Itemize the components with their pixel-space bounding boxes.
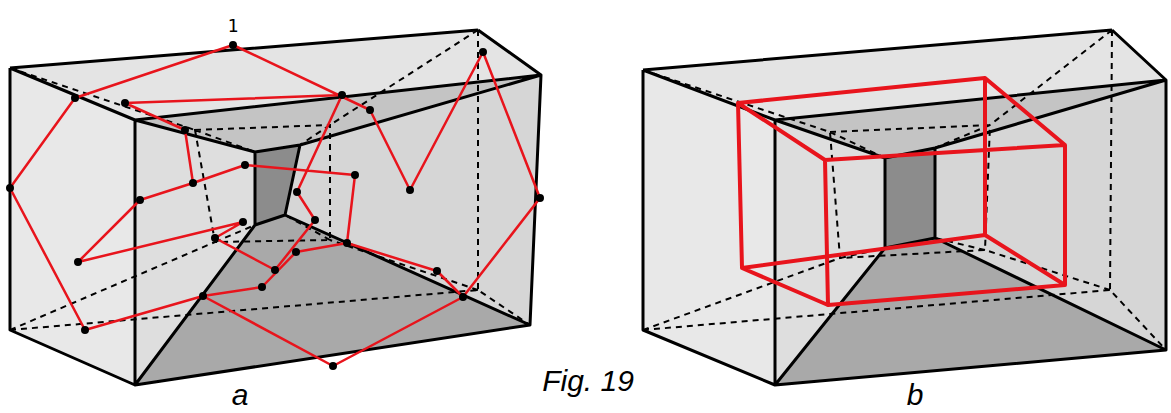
figure-a (6, 30, 544, 385)
section-cube (738, 78, 1065, 305)
outer-box-fill (643, 30, 1166, 385)
panel-letter: b (907, 378, 924, 411)
inner-cube-face (255, 145, 300, 225)
solid-edges (643, 30, 1166, 385)
callout-number: 1 (228, 16, 239, 36)
hidden-edges (643, 30, 1166, 350)
solid-edges (10, 30, 541, 385)
figure-b (643, 30, 1166, 385)
inner-cube-face (885, 148, 935, 248)
section-points (6, 41, 544, 370)
outer-box-fill (10, 30, 541, 385)
panel-letter: a (232, 378, 249, 411)
figure-caption: Fig. 19 (542, 364, 634, 397)
section-polygon (10, 45, 540, 366)
left-frustum-face (135, 120, 255, 385)
